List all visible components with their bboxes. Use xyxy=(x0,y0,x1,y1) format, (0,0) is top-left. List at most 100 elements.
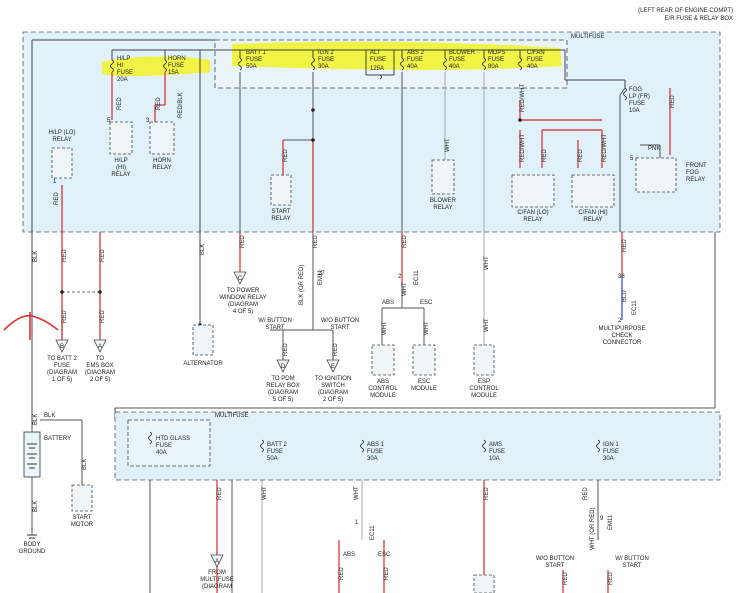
battery-cells xyxy=(27,443,37,469)
svg-text:WHT: WHT xyxy=(262,486,268,500)
svg-text:FUSE: FUSE xyxy=(246,57,262,63)
svg-text:RED: RED xyxy=(156,97,162,110)
svg-text:5: 5 xyxy=(630,156,634,162)
svg-text:AMS: AMS xyxy=(489,442,502,448)
ref-from-multifuse: A FROM MULTIFUSE (DIAGRAM xyxy=(200,559,234,590)
multifuse-bottom-box xyxy=(114,411,721,481)
svg-text:MDPS: MDPS xyxy=(488,50,505,56)
pnk-label: PNK xyxy=(648,146,660,152)
svg-text:30A: 30A xyxy=(367,456,378,462)
relay-cfan-lo: C/FAN (LO) RELAY xyxy=(517,210,548,223)
svg-text:40A: 40A xyxy=(527,64,538,70)
svg-text:WHT: WHT xyxy=(484,318,490,332)
relay-horn: HORN RELAY xyxy=(152,158,171,171)
svg-text:1: 1 xyxy=(53,179,57,185)
svg-text:C/FAN (HI): C/FAN (HI) xyxy=(578,210,607,216)
bottom-fuse-symbols xyxy=(148,431,600,453)
svg-text:RELAY: RELAY xyxy=(523,217,542,223)
svg-text:ESP: ESP xyxy=(478,379,490,385)
svg-text:WHT: WHT xyxy=(445,138,451,152)
svg-text:(DIAGRAM: (DIAGRAM xyxy=(85,370,115,376)
fuse-abs1: ABS 1 FUSE 30A xyxy=(367,442,385,462)
svg-text:GROUND: GROUND xyxy=(19,549,46,555)
svg-text:ESC: ESC xyxy=(418,379,431,385)
svg-text:BLK: BLK xyxy=(82,459,88,470)
svg-text:IGN 2: IGN 2 xyxy=(318,50,334,56)
svg-text:2 OF 5): 2 OF 5) xyxy=(323,397,343,403)
svg-text:BATT 1: BATT 1 xyxy=(246,50,266,56)
svg-text:RED: RED xyxy=(622,239,628,252)
svg-text:40A: 40A xyxy=(407,64,418,70)
ref-ems: A TO EMS BOX (DIAGRAM 2 OF 5) xyxy=(85,344,115,383)
svg-text:(DIAGRAM: (DIAGRAM xyxy=(47,370,77,376)
svg-text:HTD GLASS: HTD GLASS xyxy=(156,436,190,442)
svg-text:RED/WHT: RED/WHT xyxy=(520,134,526,162)
svg-text:FOG: FOG xyxy=(686,170,699,176)
svg-text:5 OF 5): 5 OF 5) xyxy=(273,397,293,403)
svg-text:H/LP: H/LP xyxy=(114,158,127,164)
svg-text:MODULE: MODULE xyxy=(411,386,437,392)
svg-text:FUSE: FUSE xyxy=(603,449,619,455)
header-line-1: (LEFT REAR OF ENGINE COMPT) xyxy=(638,8,733,14)
svg-text:RED: RED xyxy=(578,149,584,162)
multifuse-top-label: MULTIFUSE xyxy=(571,34,605,40)
svg-text:EM11: EM11 xyxy=(318,269,324,285)
svg-text:FUSE: FUSE xyxy=(117,70,133,76)
svg-text:BLK: BLK xyxy=(200,244,206,255)
svg-text:3: 3 xyxy=(146,118,150,124)
svg-text:FUSE: FUSE xyxy=(449,57,465,63)
svg-text:RED: RED xyxy=(283,149,289,162)
svg-text:TO BATT 2: TO BATT 2 xyxy=(47,356,77,362)
svg-text:40A: 40A xyxy=(449,64,460,70)
svg-text:BLOWER: BLOWER xyxy=(449,50,476,56)
relay-hlp-hi: H/LP (HI) RELAY xyxy=(111,158,130,178)
svg-text:RED: RED xyxy=(100,249,106,262)
svg-text:WHT: WHT xyxy=(354,486,360,500)
svg-text:(HI): (HI) xyxy=(116,165,126,171)
svg-text:27: 27 xyxy=(318,271,325,277)
svg-text:START: START xyxy=(545,563,564,569)
svg-text:RED: RED xyxy=(608,572,614,585)
connector-ids: EM11 EC11 EC11 EC11 EM11 27 2 38 2 1 9 1… xyxy=(53,118,638,540)
svg-text:EC11: EC11 xyxy=(632,300,638,315)
svg-text:RED: RED xyxy=(313,235,319,248)
svg-text:MULTIFUSE: MULTIFUSE xyxy=(200,577,234,583)
svg-text:1: 1 xyxy=(355,520,359,526)
svg-text:START: START xyxy=(265,325,284,331)
svg-text:RED: RED xyxy=(54,192,60,205)
svg-text:W/O BUTTON: W/O BUTTON xyxy=(321,318,359,324)
svg-text:30A: 30A xyxy=(318,64,329,70)
svg-text:50A: 50A xyxy=(246,64,257,70)
svg-text:4 OF 5): 4 OF 5) xyxy=(233,309,253,315)
svg-text:C/FAN (LO): C/FAN (LO) xyxy=(517,210,548,216)
svg-text:ABS 1: ABS 1 xyxy=(367,442,385,448)
svg-text:RED: RED xyxy=(333,343,339,356)
wire-labels: RED RED RED/BLK RED RED RED RED RED BLK … xyxy=(33,84,676,585)
svg-text:BODY: BODY xyxy=(23,542,40,548)
svg-text:HORN: HORN xyxy=(168,56,186,62)
svg-text:BLK: BLK xyxy=(33,501,39,512)
svg-text:(DIAGRAM: (DIAGRAM xyxy=(268,390,298,396)
svg-text:C/FAN: C/FAN xyxy=(527,50,545,56)
svg-text:W/O BUTTON: W/O BUTTON xyxy=(536,556,574,562)
red-wires xyxy=(61,72,671,593)
svg-text:30A: 30A xyxy=(603,456,614,462)
svg-text:FUSE: FUSE xyxy=(629,101,645,107)
svg-text:BLOWER: BLOWER xyxy=(430,198,457,204)
svg-text:RELAY: RELAY xyxy=(583,217,602,223)
svg-text:W/ BUTTON: W/ BUTTON xyxy=(615,556,649,562)
relay-blower: BLOWER RELAY xyxy=(430,198,457,211)
svg-text:TO PDM: TO PDM xyxy=(271,376,294,382)
svg-text:IGN 1: IGN 1 xyxy=(603,442,619,448)
esc-bottom-label: ESC xyxy=(378,552,391,558)
abs-module-label: ABS CONTROL MODULE xyxy=(368,379,398,399)
svg-text:2: 2 xyxy=(398,274,402,280)
highlight-left xyxy=(102,56,210,77)
svg-text:RED: RED xyxy=(217,487,223,500)
